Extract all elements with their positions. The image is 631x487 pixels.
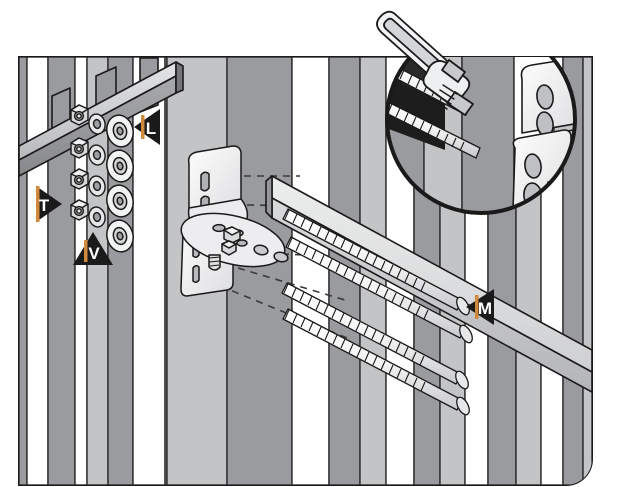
label-marker-m-text: M xyxy=(478,299,492,318)
large-washer-group xyxy=(106,114,134,253)
slat xyxy=(226,57,293,485)
bracket-assembly xyxy=(180,145,289,297)
label-marker-l: L xyxy=(134,109,160,145)
slat xyxy=(19,57,28,485)
slat xyxy=(291,57,330,485)
small-washer xyxy=(88,113,106,135)
hex-nut xyxy=(70,104,89,126)
small-washer xyxy=(88,175,106,197)
small-washer-group xyxy=(88,113,106,228)
fastener-cluster xyxy=(212,223,248,256)
threaded-bolt xyxy=(281,282,469,390)
label-marker-t: T xyxy=(36,186,62,222)
threaded-bolt xyxy=(282,208,470,316)
hex-nut-group xyxy=(70,104,89,221)
hex-nut xyxy=(70,199,89,221)
threaded-bolt xyxy=(285,236,473,344)
adjustable-wrench xyxy=(376,10,474,116)
hex-nut xyxy=(70,168,89,190)
threaded-bolt xyxy=(282,308,470,416)
dash-guide xyxy=(237,267,346,301)
callout-ring xyxy=(385,57,577,215)
large-washer xyxy=(106,184,134,218)
slat xyxy=(582,57,592,485)
large-washer xyxy=(106,114,134,148)
label-marker-v-text: V xyxy=(88,244,100,263)
label-marker-m: M xyxy=(466,289,494,325)
diagram-content xyxy=(19,57,592,485)
threaded-bolt-group xyxy=(281,208,473,416)
slat xyxy=(26,57,49,485)
hex-nut xyxy=(70,137,89,159)
threaded-stud xyxy=(208,254,221,271)
small-washer xyxy=(88,144,106,166)
label-marker-v: V xyxy=(73,232,113,265)
large-washer xyxy=(106,219,134,253)
label-marker-l-text: L xyxy=(146,119,156,138)
small-washer xyxy=(88,206,106,228)
label-marker-t-text: T xyxy=(39,196,50,215)
large-washer xyxy=(106,149,134,183)
